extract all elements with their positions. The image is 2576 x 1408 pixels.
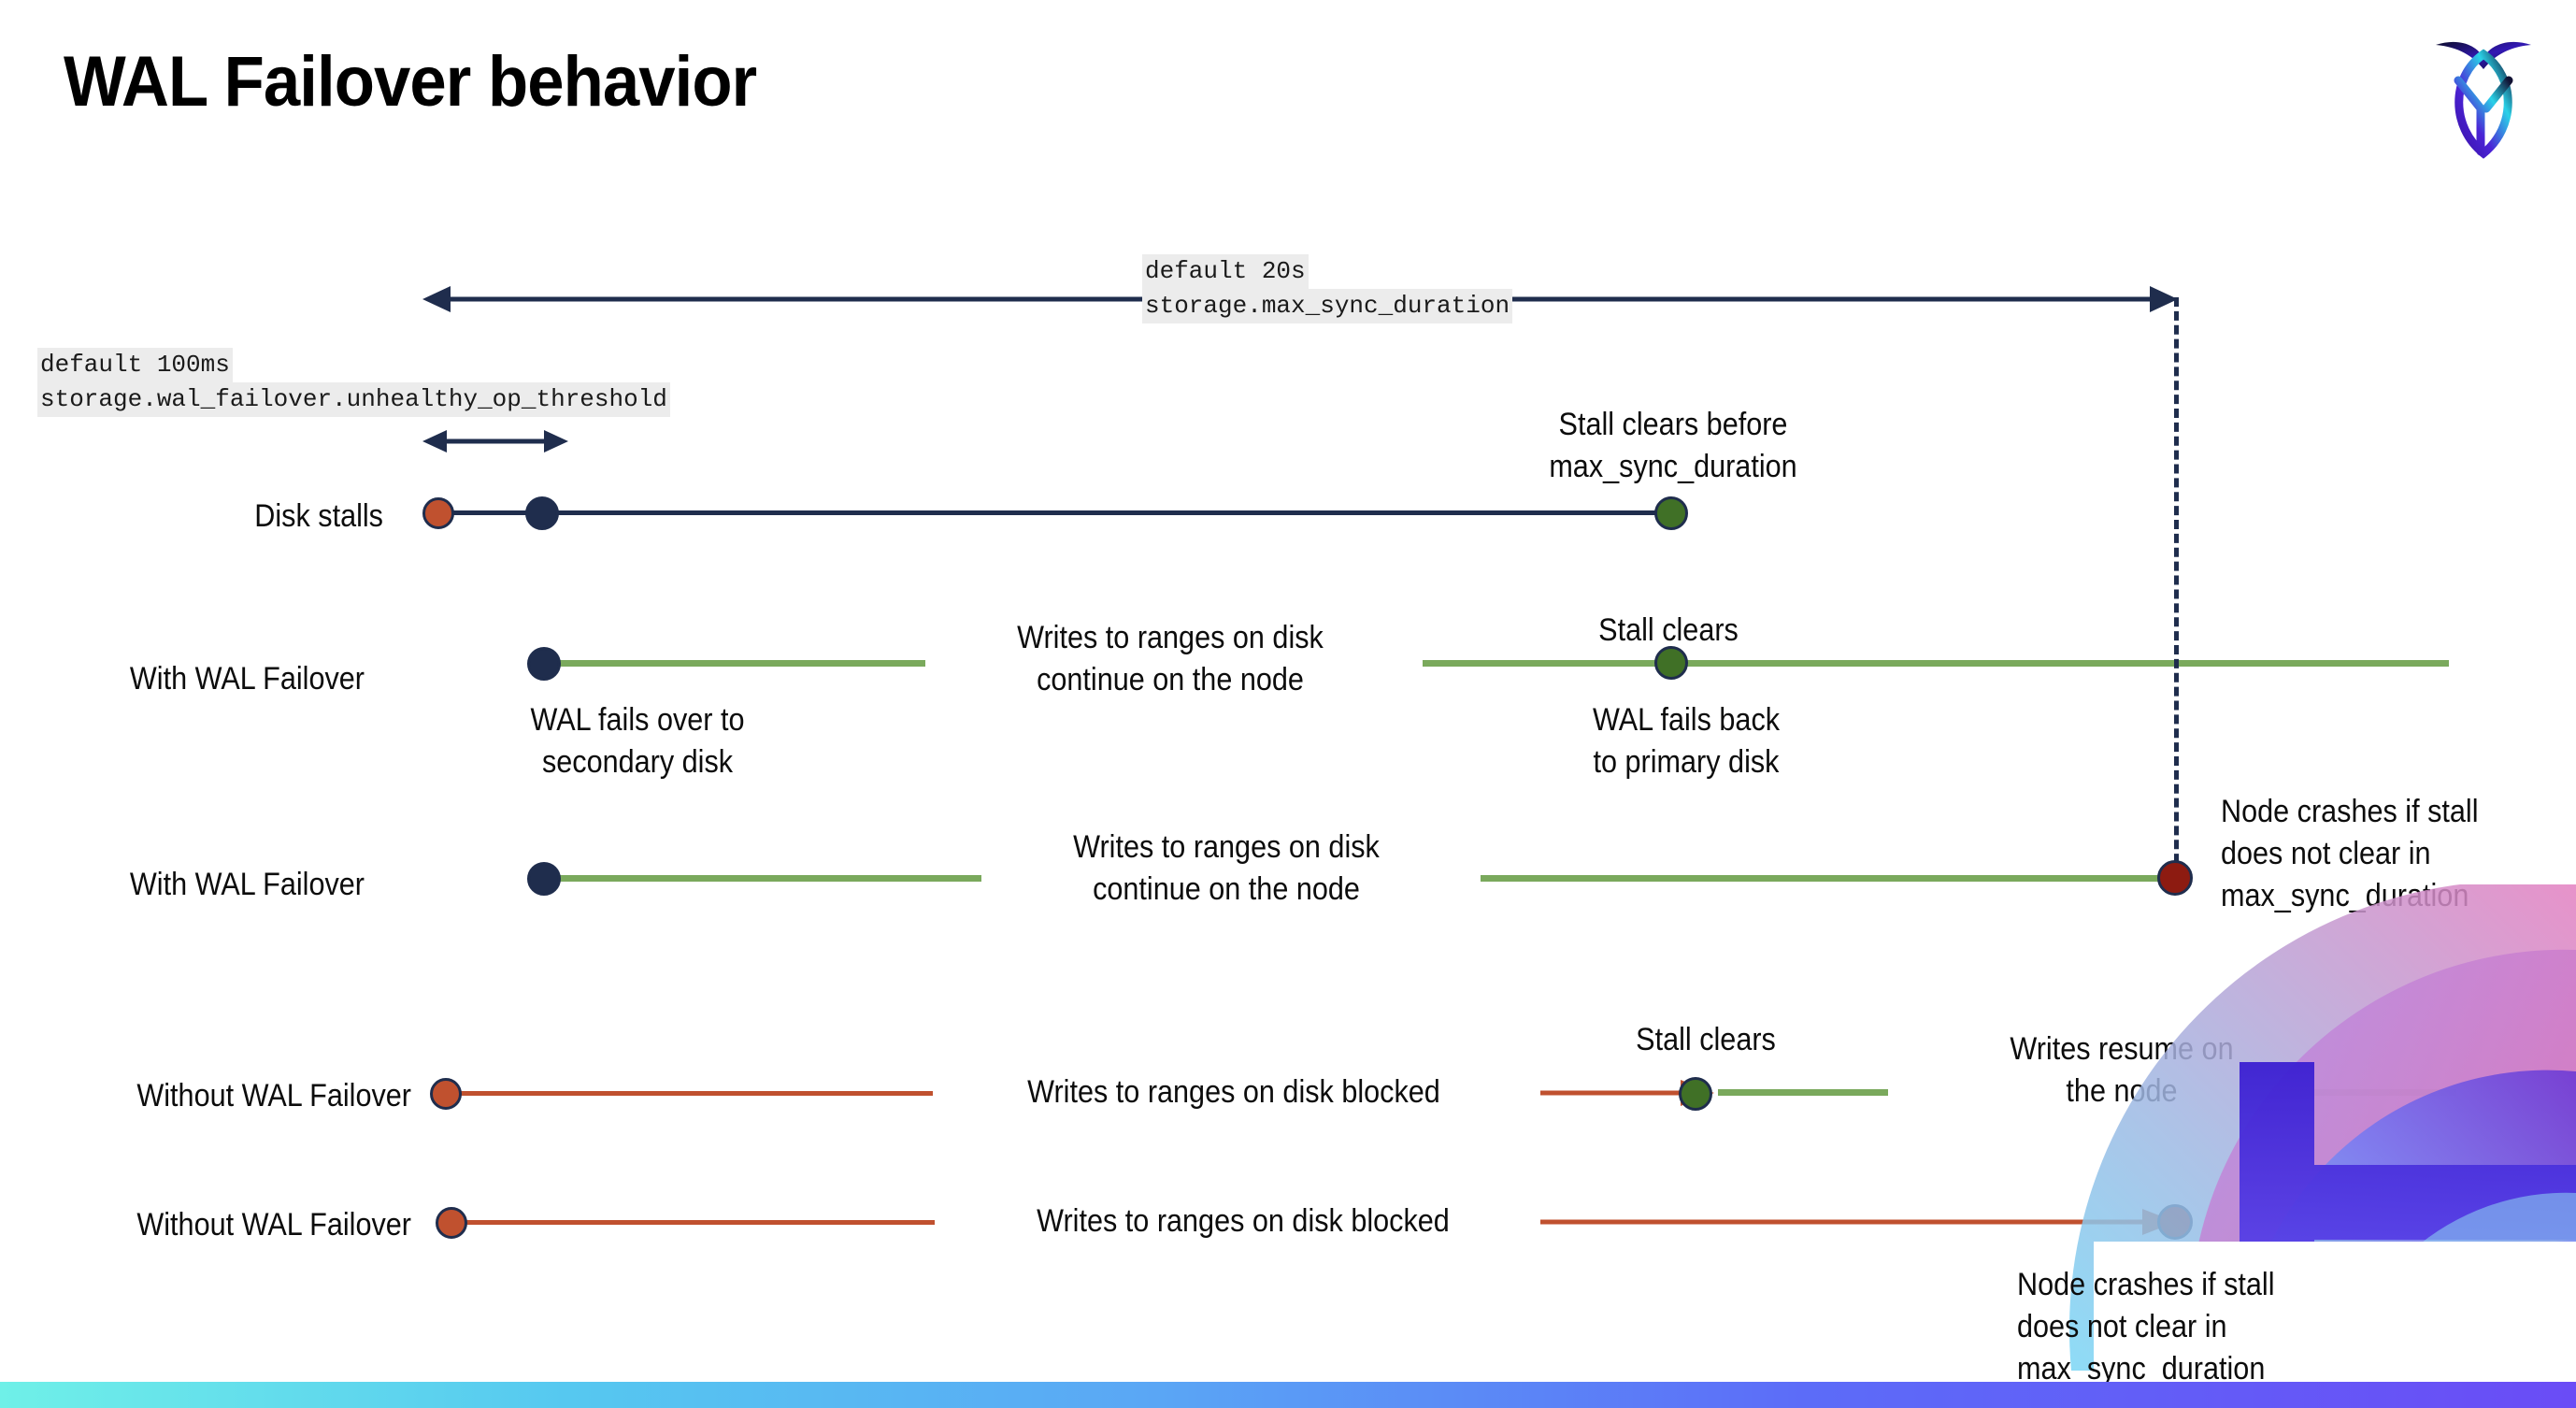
note-writes-continue-1: Writes to ranges on disk continue on the… xyxy=(1017,620,1324,698)
without-failover-blocked-segment-2 xyxy=(458,1220,935,1225)
wal-failover-start-dot-1 xyxy=(527,647,561,681)
cockroachdb-logo-icon xyxy=(2423,22,2544,172)
note-stall-clears-1: Stall clears xyxy=(1598,612,1739,648)
note-writes-continue-2: Writes to ranges on disk continue on the… xyxy=(1073,829,1380,908)
unhealthy-setting-label: storage.wal_failover.unhealthy_op_thresh… xyxy=(37,381,670,417)
wal-failover-secondary-segment-2 xyxy=(542,875,981,882)
note-stall-clears-before: Stall clears before max_sync_duration xyxy=(1549,407,1797,485)
note-wal-fails-over: WAL fails over to secondary disk xyxy=(530,702,745,781)
disk-stall-start-dot xyxy=(422,497,454,529)
unhealthy-op-threshold-annotation: default 100ms storage.wal_failover.unhea… xyxy=(37,348,670,417)
wal-failover-start-dot-2 xyxy=(527,862,561,896)
max-sync-duration-guide-line xyxy=(2174,297,2179,877)
row-label-disk-stalls: Disk stalls xyxy=(254,498,383,534)
wal-failover-secondary-segment-2b xyxy=(1481,875,2182,882)
disk-stall-timeline xyxy=(439,510,1673,515)
note-stall-clears-2: Stall clears xyxy=(1636,1022,1776,1057)
max-sync-duration-annotation: default 20s storage.max_sync_duration xyxy=(1142,254,1513,323)
note-writes-blocked-1: Writes to ranges on disk blocked xyxy=(1027,1074,1440,1110)
node-crash-callout-panel xyxy=(2094,1242,2576,1391)
page-title: WAL Failover behavior xyxy=(64,42,757,122)
wal-failover-stall-clear-dot-1 xyxy=(1654,646,1688,680)
wal-failover-primary-segment-1 xyxy=(1423,660,2449,667)
node-crash-dot-1 xyxy=(2157,860,2193,896)
row-label-with-wal-failover-2: With WAL Failover xyxy=(129,867,365,902)
max-sync-default-label: default 20s xyxy=(1142,254,1309,289)
disk-stall-clear-dot xyxy=(1654,496,1688,530)
note-node-crashes-2: Node crashes if stall does not clear in … xyxy=(2017,1267,2275,1387)
row-label-with-wal-failover-1: With WAL Failover xyxy=(129,661,365,697)
wal-failover-secondary-segment-1 xyxy=(542,660,925,667)
row-label-without-wal-failover-1: Without WAL Failover xyxy=(136,1078,411,1113)
disk-stall-failover-dot xyxy=(525,496,559,530)
bottom-gradient-bar xyxy=(0,1382,2576,1408)
unhealthy-default-label: default 100ms xyxy=(37,348,233,382)
note-wal-fails-back: WAL fails back to primary disk xyxy=(1592,702,1781,781)
without-failover-start-dot-1 xyxy=(430,1078,462,1110)
without-failover-stall-clear-dot-1 xyxy=(1679,1077,1712,1111)
row-label-without-wal-failover-2: Without WAL Failover xyxy=(136,1207,411,1243)
note-writes-blocked-2: Writes to ranges on disk blocked xyxy=(1037,1203,1450,1239)
unhealthy-op-threshold-arrow xyxy=(422,425,568,457)
max-sync-setting-label: storage.max_sync_duration xyxy=(1142,288,1513,323)
without-failover-blocked-segment-1 xyxy=(447,1091,933,1096)
without-failover-start-dot-2 xyxy=(436,1207,467,1239)
without-failover-resume-segment-1 xyxy=(1718,1089,1888,1096)
